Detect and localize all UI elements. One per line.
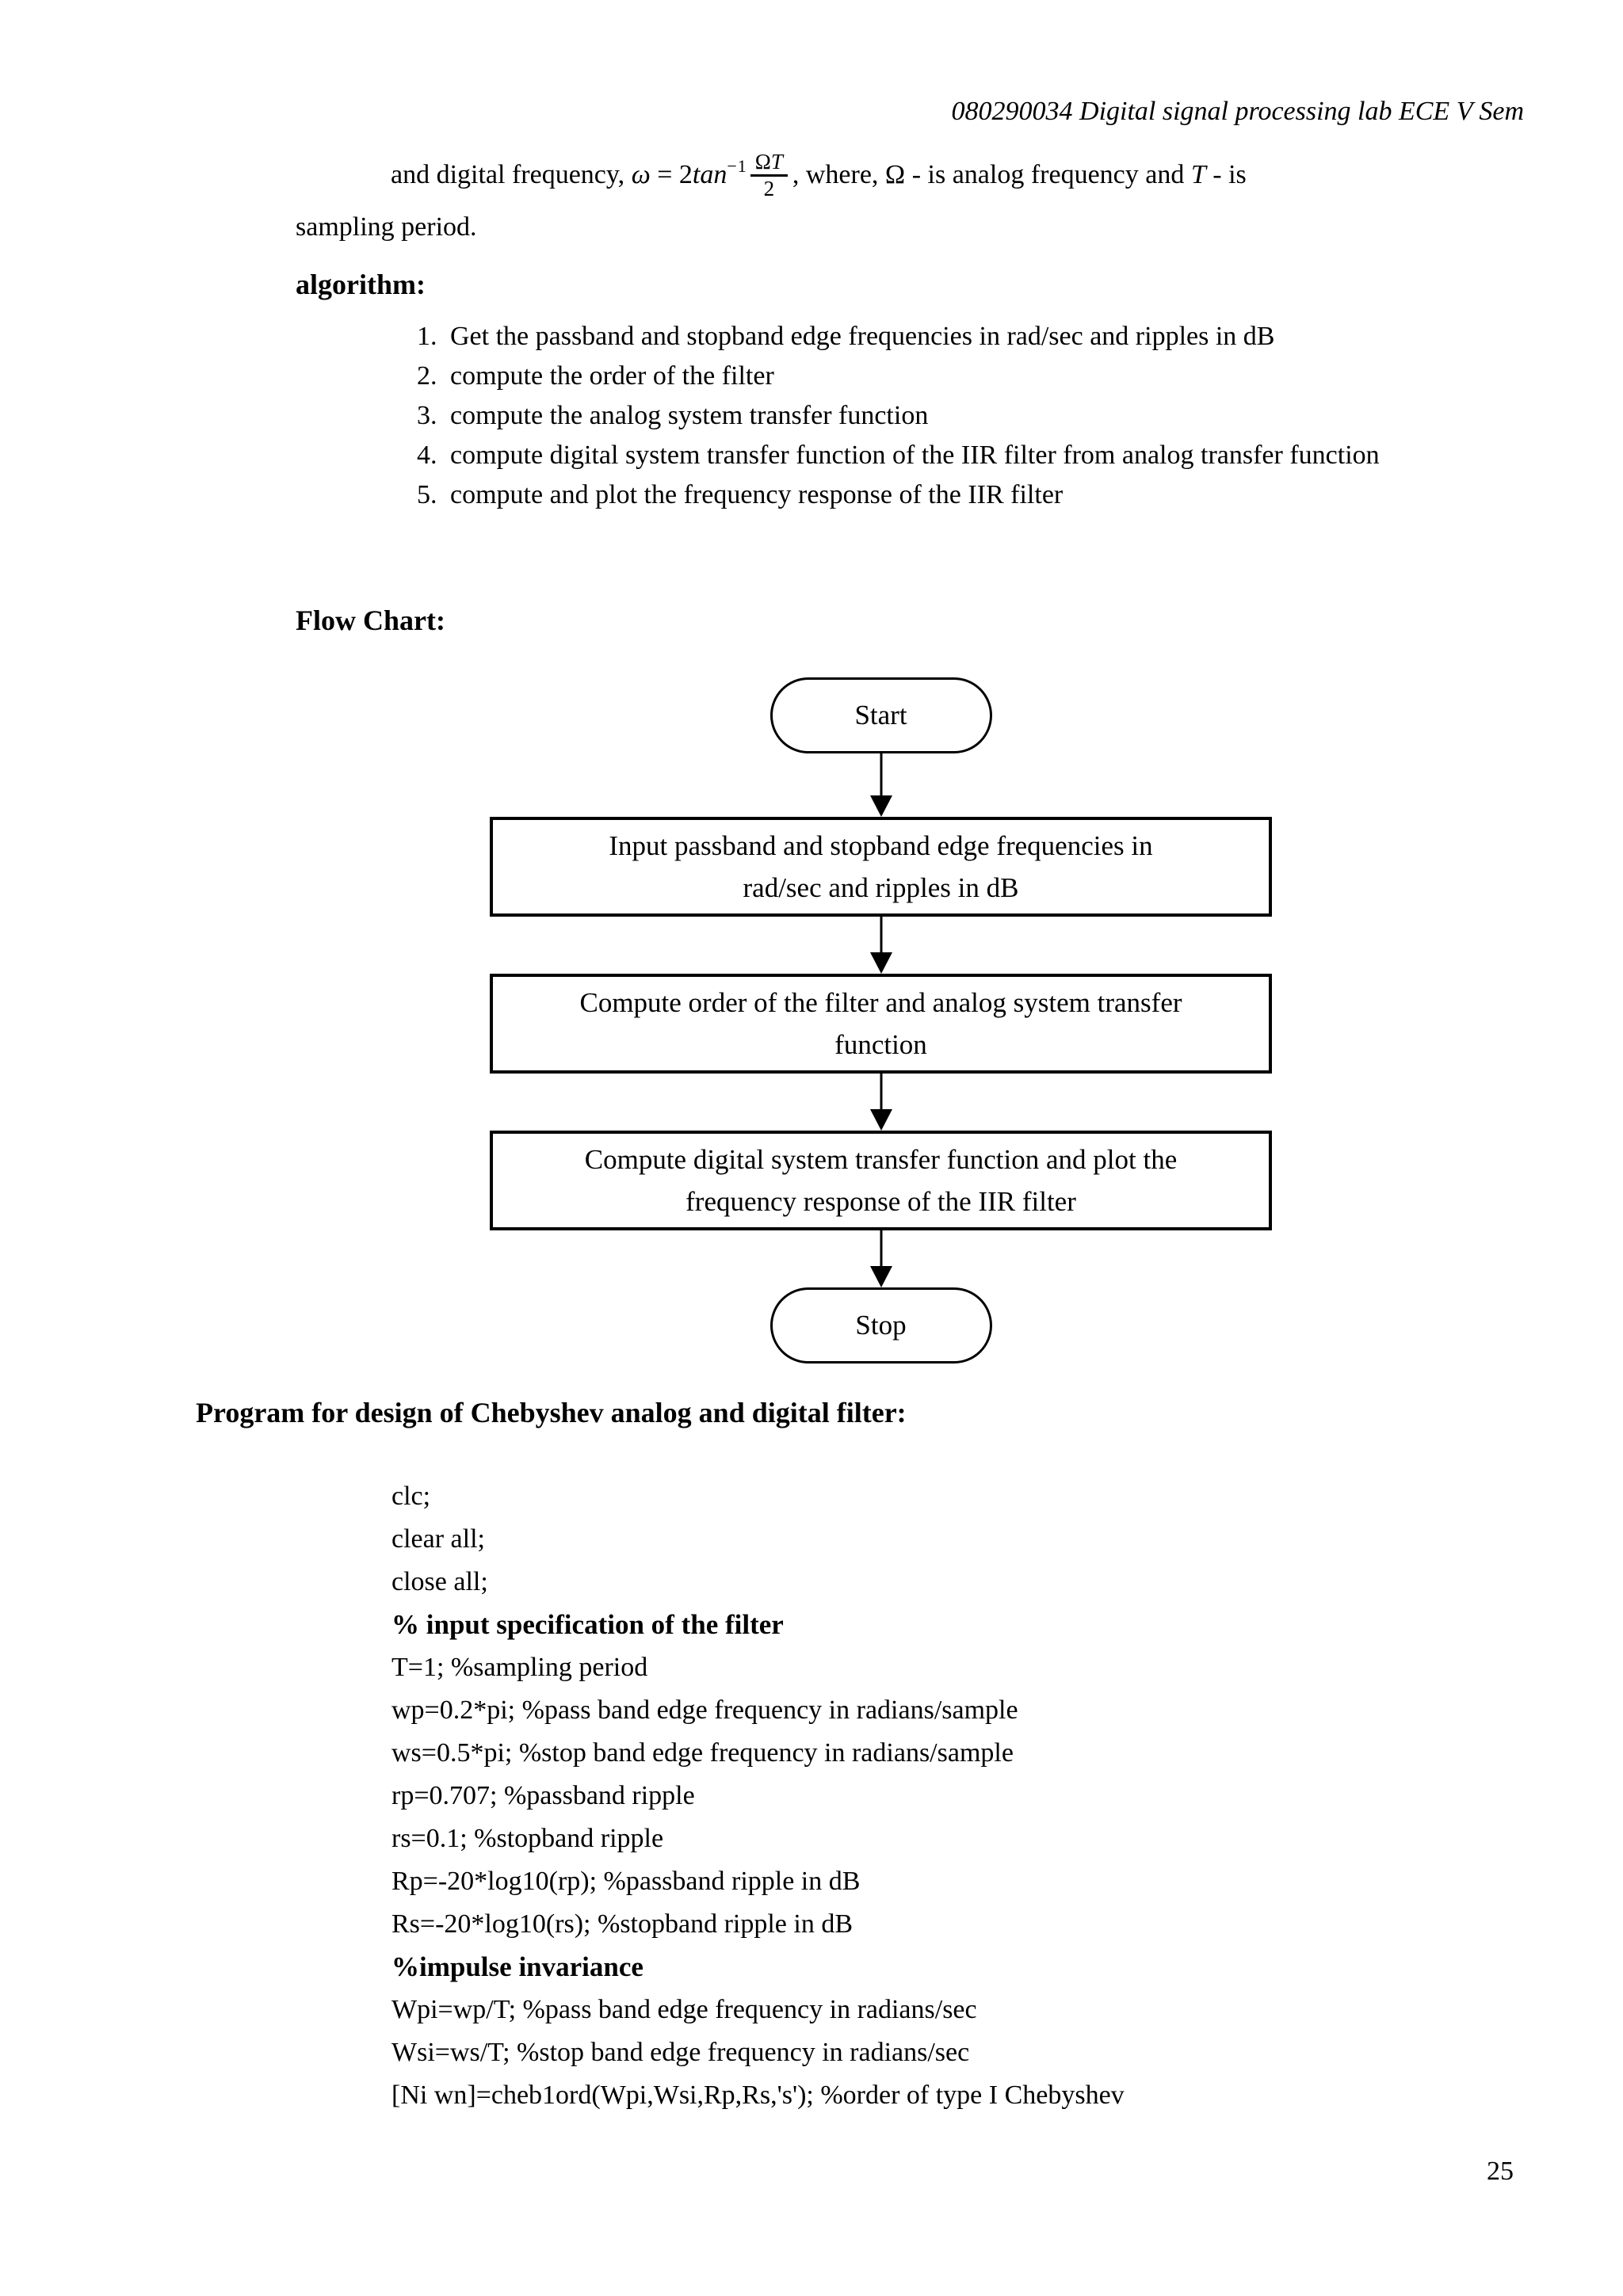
- process-box-text: Compute order of the filter and analog s…: [579, 987, 1182, 1060]
- code-line: clc;: [391, 1482, 431, 1511]
- code-line: close all;: [391, 1567, 488, 1596]
- flowchart-steps: Input passband and stopband edge frequen…: [490, 817, 1272, 1287]
- fraction-numerator: ΩT: [750, 150, 788, 177]
- flowchart-start-terminator: Start: [769, 677, 992, 753]
- code-line: T=1; %sampling period: [391, 1653, 648, 1682]
- program-code-listing: clc; clear all; close all; % input speci…: [391, 1475, 1517, 2117]
- program-heading: Program for design of Chebyshev analog a…: [196, 1397, 907, 1428]
- page-number: 25: [1487, 2157, 1514, 2186]
- fraction-denominator: 2: [763, 177, 775, 200]
- flowchart: Start Input passband and stopband edge f…: [490, 677, 1272, 1363]
- code-line: Rs=-20*log10(rs); %stopband ripple in dB: [391, 1909, 854, 1939]
- code-line: ws=0.5*pi; %stop band edge frequency in …: [391, 1738, 1014, 1768]
- algorithm-list-item: compute and plot the frequency response …: [444, 475, 1446, 515]
- page-header-title: 080290034 Digital signal processing lab …: [951, 97, 1524, 126]
- algorithm-heading: algorithm:: [296, 269, 426, 300]
- intro-second-line: sampling period.: [296, 212, 477, 242]
- code-line: rp=0.707; %passband ripple: [391, 1781, 695, 1810]
- flowchart-step: Input passband and stopband edge frequen…: [490, 817, 1272, 974]
- flowchart-step: Compute digital system transfer function…: [490, 1131, 1272, 1287]
- flowchart-step: Compute order of the filter and analog s…: [490, 974, 1272, 1131]
- code-line: Wpi=wp/T; %pass band edge frequency in r…: [391, 1995, 977, 2024]
- omega-symbol: ω: [631, 160, 651, 189]
- flow-arrow-icon: [869, 753, 893, 817]
- algorithm-list-item: compute digital system transfer function…: [444, 436, 1446, 475]
- code-line: rs=0.1; %stopband ripple: [391, 1824, 664, 1853]
- flow-arrow-icon: [869, 1074, 893, 1131]
- intro-tail-text: , where, Ω - is analog frequency and: [792, 160, 1191, 189]
- code-line: % input specification of the filter: [391, 1609, 784, 1640]
- code-line: Rp=-20*log10(rp); %passband ripple in dB: [391, 1867, 861, 1896]
- code-line: clear all;: [391, 1524, 485, 1554]
- stop-label: Stop: [855, 1310, 907, 1341]
- code-line: wp=0.2*pi; %pass band edge frequency in …: [391, 1695, 1018, 1725]
- algorithm-list-item: Get the passband and stopband edge frequ…: [444, 317, 1446, 357]
- formula-coefficient: 2: [678, 160, 693, 189]
- intro-lead-text: and digital frequency,: [391, 160, 632, 189]
- code-line: Wsi=ws/T; %stop band edge frequency in r…: [391, 2038, 970, 2067]
- algorithm-list-item: compute the order of the filter: [444, 357, 1446, 396]
- flowchart-heading: Flow Chart:: [296, 605, 445, 636]
- start-label: Start: [854, 700, 907, 730]
- process-box-text: Input passband and stopband edge frequen…: [609, 830, 1153, 903]
- intro-tail-end: - is: [1205, 160, 1247, 189]
- t-symbol: T: [1190, 160, 1206, 189]
- flowchart-stop-terminator: Stop: [769, 1287, 992, 1363]
- inverse-exponent: −1: [727, 156, 747, 176]
- algorithm-list: Get the passband and stopband edge frequ…: [361, 317, 1446, 515]
- flow-arrow-icon: [869, 917, 893, 974]
- equals-sign: =: [650, 160, 679, 189]
- flowchart-process-box: Compute order of the filter and analog s…: [490, 974, 1272, 1074]
- flowchart-process-box: Input passband and stopband edge frequen…: [490, 817, 1272, 917]
- flow-arrow-icon: [869, 1230, 893, 1287]
- code-line: [Ni wn]=cheb1ord(Wpi,Wsi,Rp,Rs,'s'); %or…: [391, 2081, 1125, 2110]
- process-box-text: Compute digital system transfer function…: [584, 1144, 1178, 1217]
- tan-function: tan: [692, 160, 727, 189]
- flowchart-process-box: Compute digital system transfer function…: [490, 1131, 1272, 1230]
- algorithm-list-item: compute the analog system transfer funct…: [444, 396, 1446, 436]
- code-line: %impulse invariance: [391, 1951, 643, 1982]
